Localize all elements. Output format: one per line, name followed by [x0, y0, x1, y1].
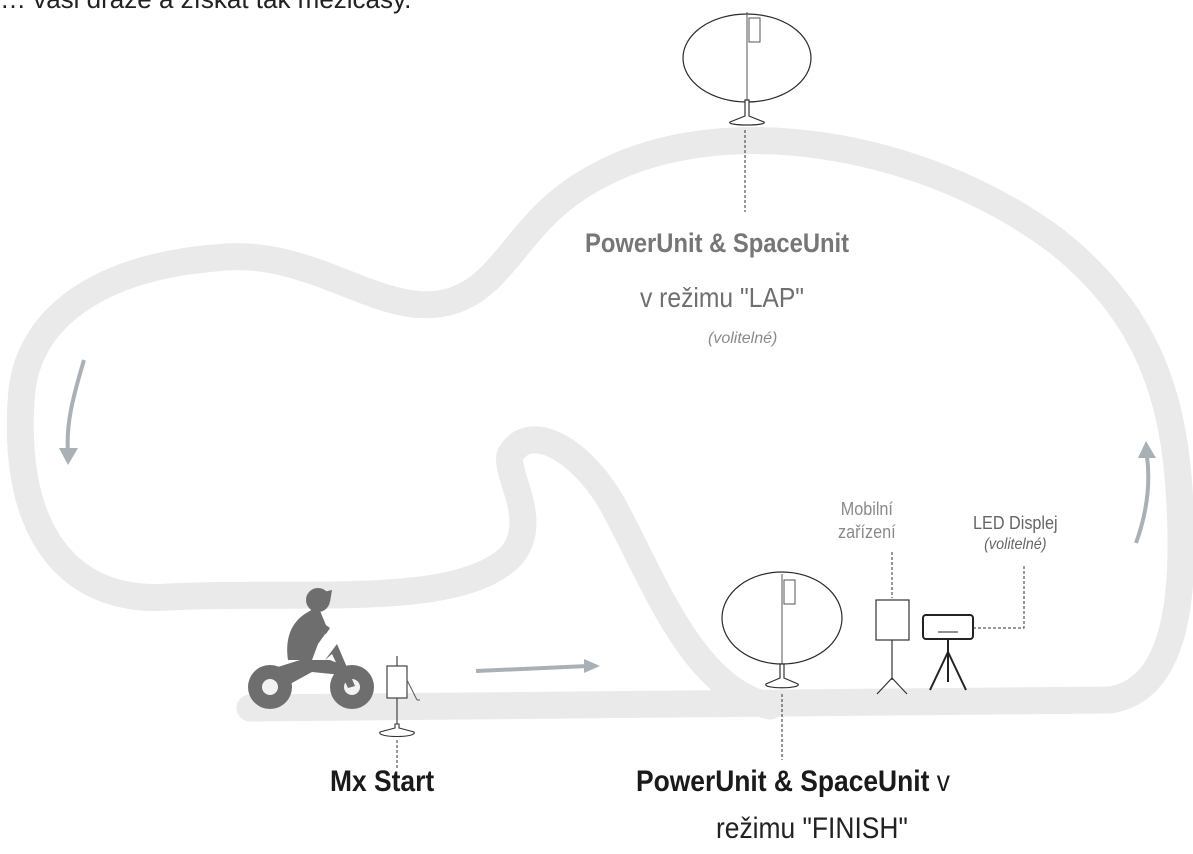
timing-gate-icon: [721, 571, 843, 689]
mobile-label-line1: Mobilní: [840, 499, 893, 519]
led-optional-label: (volitelné): [984, 536, 1047, 553]
led-dashed-line: [973, 564, 1025, 629]
race-track: [6, 127, 1193, 722]
led-display-tripod-icon: [922, 614, 974, 691]
finish-mode-label: režimu "FINISH": [716, 812, 908, 845]
intro-text: … vaši dráze a získat tak mezičasy.: [0, 0, 411, 15]
direction-arrow-icon: [59, 359, 86, 465]
timing-gate-icon: [682, 12, 812, 126]
led-display-label: LED Displej (volitelné): [973, 512, 1058, 556]
direction-arrow-icon: [475, 659, 600, 673]
mobile-tripod-icon: [875, 599, 910, 695]
start-unit-icon: [379, 656, 420, 738]
finish-unit-title: PowerUnit & SpaceUnit v: [636, 765, 950, 799]
lap-mode-label: v režimu "LAP": [640, 282, 805, 313]
lap-unit-title: PowerUnit & SpaceUnit: [585, 228, 850, 258]
direction-arrow-icon: [1134, 441, 1156, 544]
finish-title-bold: PowerUnit & SpaceUnit: [636, 765, 930, 798]
finish-title-suffix: v: [929, 765, 950, 798]
mobile-label-line2: zařízení: [838, 522, 896, 542]
start-label: Mx Start: [330, 765, 435, 798]
lap-optional-label: (volitelné): [708, 330, 778, 347]
motocross-rider-icon: [248, 588, 374, 709]
led-label-line1: LED Displej: [973, 513, 1058, 533]
mobile-device-label: Mobilní zařízení: [838, 498, 896, 544]
